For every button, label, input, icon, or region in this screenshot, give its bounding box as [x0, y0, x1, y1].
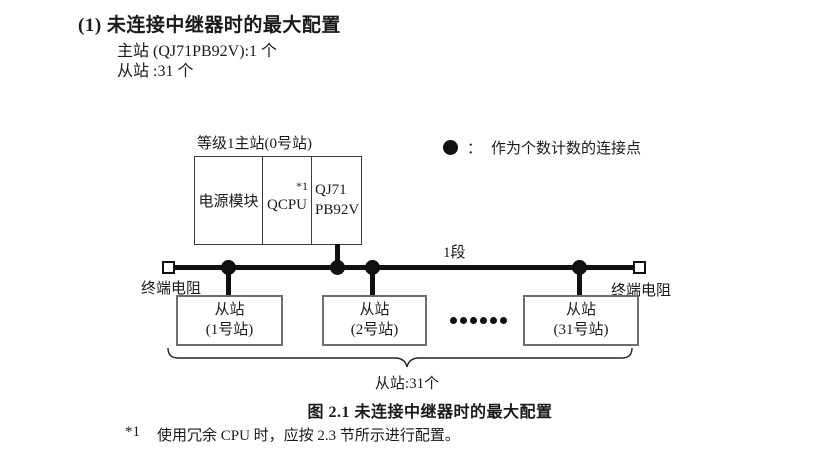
- segment-label: 1段: [443, 245, 466, 261]
- slave-station: (31号站): [553, 321, 609, 338]
- ellipsis-dots: [450, 317, 507, 324]
- cpu-module-label: QCPU: [267, 197, 308, 213]
- drop-line-master: [335, 244, 340, 267]
- footnote-marker: *1: [125, 424, 140, 440]
- drop-line-slave31: [577, 268, 582, 296]
- slave-name: 从站: [565, 302, 596, 318]
- drop-line-slave2: [370, 268, 375, 296]
- master-station-label: 等级1主站(0号站): [197, 136, 312, 152]
- figure-caption: 图 2.1 未连接中继器时的最大配置: [307, 404, 553, 421]
- slave-station: (1号站): [205, 321, 254, 338]
- slave-station-box-1: 从站 (1号站): [176, 295, 283, 346]
- terminating-resistor-icon-left: [162, 261, 175, 274]
- network-module-label-line1: QJ71: [315, 182, 347, 198]
- connection-point-dot: [365, 260, 380, 275]
- master-station-box: 电源模块 *1 QCPU QJ71 PB92V: [194, 156, 362, 245]
- connection-point-dot: [572, 260, 587, 275]
- footnote: *1 使用冗余 CPU 时，应按 2.3 节所示进行配置。: [125, 424, 460, 445]
- ellipsis-dot: [460, 317, 467, 324]
- underbrace: [167, 347, 633, 368]
- section-heading: (1) 未连接中继器时的最大配置: [78, 15, 341, 36]
- ellipsis-dot: [450, 317, 457, 324]
- slave-count-line: 从站 :31 个: [117, 63, 194, 80]
- master-count-line: 主站 (QJ71PB92V):1 个: [117, 43, 278, 60]
- drop-line-slave1: [226, 268, 231, 296]
- slave-station: (2号站): [350, 321, 399, 338]
- network-module-cell: QJ71 PB92V: [312, 157, 361, 244]
- ellipsis-dot: [470, 317, 477, 324]
- terminating-resistor-icon-right: [633, 261, 646, 274]
- legend: ： 作为个数计数的连接点: [443, 137, 641, 158]
- power-module-cell: 电源模块: [195, 157, 263, 244]
- ellipsis-dot: [500, 317, 507, 324]
- footnote-text: 使用冗余 CPU 时，应按 2.3 节所示进行配置。: [157, 428, 460, 444]
- terminating-resistor-label-left: 终端电阻: [141, 281, 202, 297]
- connection-point-dot: [221, 260, 236, 275]
- slave-name: 从站: [214, 302, 245, 318]
- ellipsis-dot: [480, 317, 487, 324]
- legend-separator: ：: [467, 141, 483, 157]
- slave-station-box-31: 从站 (31号站): [523, 295, 639, 346]
- brace-label: 从站:31个: [374, 376, 440, 392]
- bus-line: [168, 265, 640, 270]
- cpu-module-cell: *1 QCPU: [263, 157, 312, 244]
- network-module-label-line2: PB92V: [315, 201, 360, 218]
- connection-point-icon: [443, 140, 458, 155]
- footnote-ref-mark: *1: [296, 179, 308, 193]
- slave-station-box-2: 从站 (2号站): [322, 295, 427, 346]
- legend-text: 作为个数计数的连接点: [491, 141, 642, 157]
- connection-point-dot: [330, 260, 345, 275]
- slave-name: 从站: [359, 302, 390, 318]
- ellipsis-dot: [490, 317, 497, 324]
